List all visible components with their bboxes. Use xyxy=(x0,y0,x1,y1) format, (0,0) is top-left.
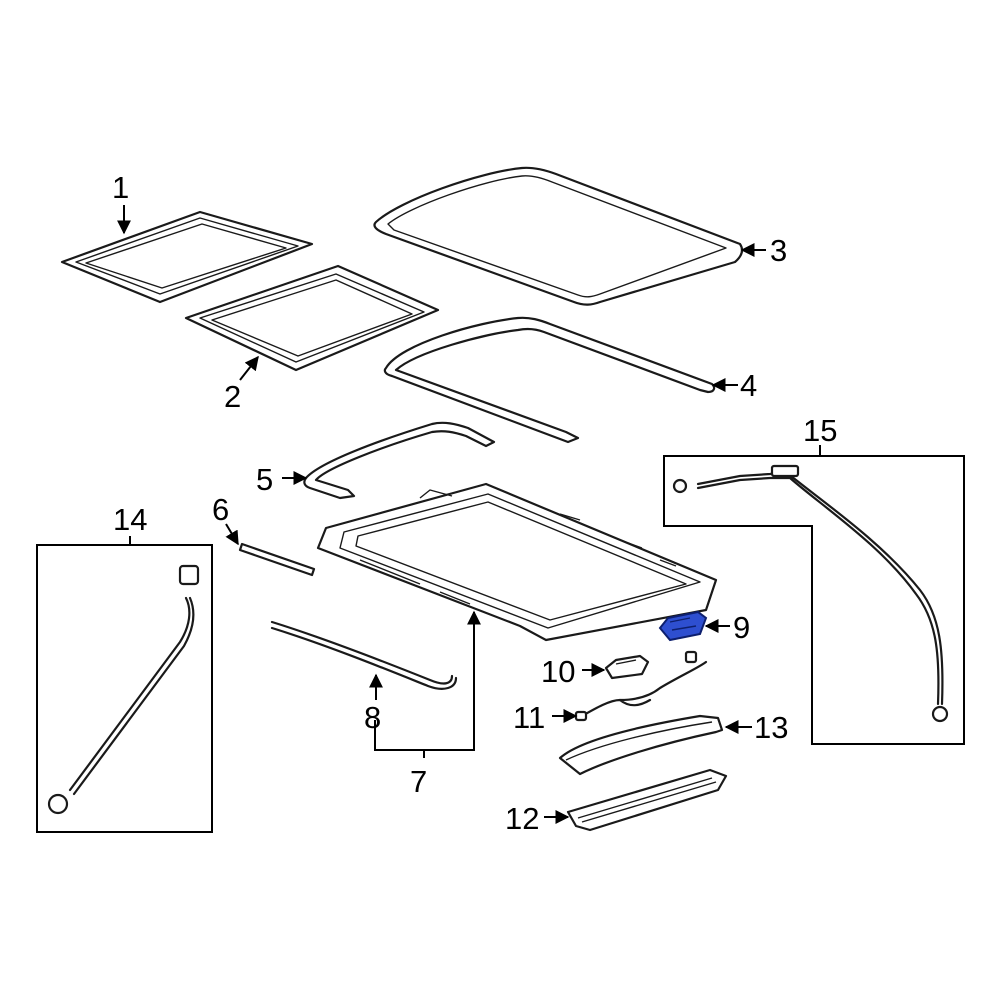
callout-15[interactable]: 15 xyxy=(803,413,837,448)
part-3-weatherstrip[interactable] xyxy=(373,166,744,306)
leader-7 xyxy=(374,610,481,751)
part-14-box xyxy=(36,544,213,833)
part-9-motor-highlighted[interactable] xyxy=(658,610,708,642)
part-12-trim[interactable] xyxy=(566,768,728,832)
part-7-frame[interactable] xyxy=(316,482,718,642)
part-13-sunshade[interactable] xyxy=(558,714,724,776)
callout-1[interactable]: 1 xyxy=(112,170,129,205)
part-15-drain-hose[interactable] xyxy=(672,464,949,723)
part-11-harness[interactable] xyxy=(574,650,708,722)
callout-9[interactable]: 9 xyxy=(733,610,750,645)
part-15-box xyxy=(663,455,965,745)
callout-5[interactable]: 5 xyxy=(256,462,273,497)
callout-6[interactable]: 6 xyxy=(212,492,229,527)
part-14-drain-hose[interactable] xyxy=(47,564,200,815)
callout-3[interactable]: 3 xyxy=(770,233,787,268)
leader-2 xyxy=(239,355,259,381)
part-1-glass-panel[interactable] xyxy=(60,210,314,304)
callout-10[interactable]: 10 xyxy=(541,654,575,689)
leader-6 xyxy=(225,523,239,546)
callout-7[interactable]: 7 xyxy=(410,764,427,799)
part-5-deflector[interactable] xyxy=(303,421,496,500)
part-4-seal[interactable] xyxy=(383,316,716,444)
callout-4[interactable]: 4 xyxy=(740,368,757,403)
part-10-module[interactable] xyxy=(604,654,650,680)
part-8-drain-hose[interactable] xyxy=(270,620,458,690)
callout-14[interactable]: 14 xyxy=(113,502,147,537)
part-6-drain-tube[interactable] xyxy=(238,542,316,577)
part-2-rear-glass[interactable] xyxy=(184,264,440,372)
callout-2[interactable]: 2 xyxy=(224,379,241,414)
callout-13[interactable]: 13 xyxy=(754,710,788,745)
callout-11[interactable]: 11 xyxy=(513,700,545,735)
callout-8[interactable]: 8 xyxy=(364,700,381,735)
callout-12[interactable]: 12 xyxy=(505,801,539,836)
